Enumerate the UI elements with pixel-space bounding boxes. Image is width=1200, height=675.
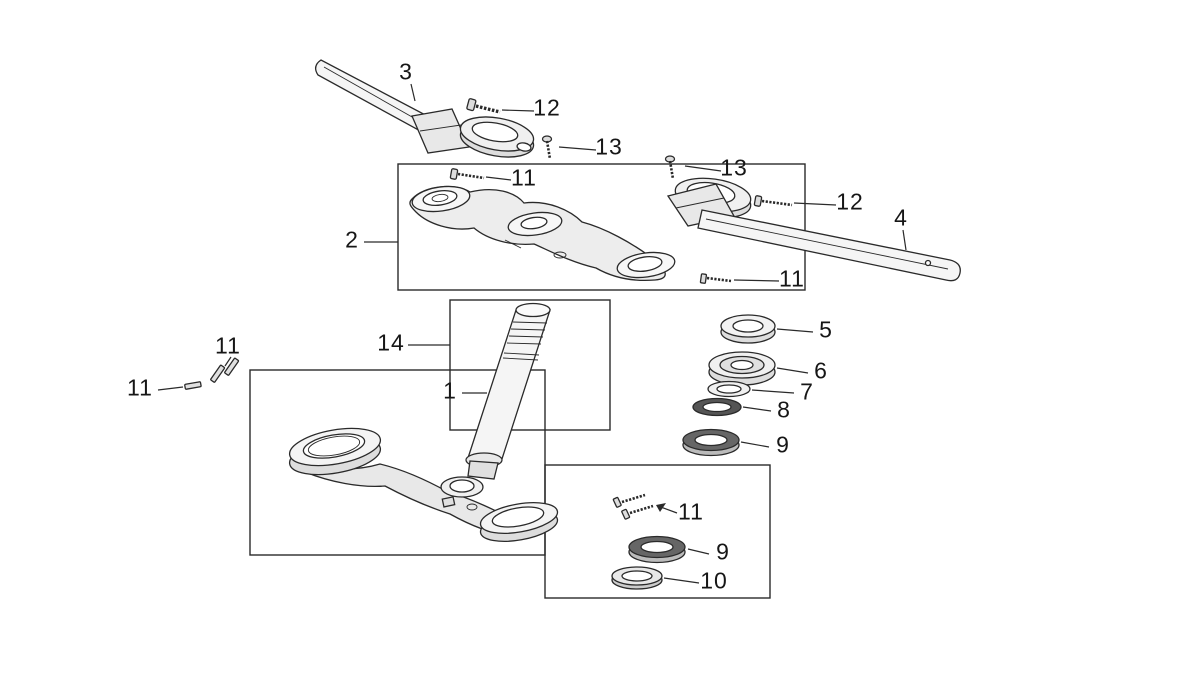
part-label: 14 (377, 329, 405, 356)
bolt-11-upper-right (699, 273, 732, 284)
leader-lines (157, 83, 907, 584)
part-label: 11 (779, 265, 805, 292)
upper-triple-clamp (409, 185, 676, 282)
part-label: 2 (345, 226, 359, 253)
bolt-11-lower-group (612, 493, 654, 520)
bolt-13-left (541, 135, 553, 160)
part-label: 5 (819, 316, 833, 343)
bolt-12-left (466, 98, 501, 114)
bearing-adjust-nut (708, 351, 776, 386)
part-label: 9 (716, 538, 730, 565)
part-label: 3 (399, 58, 413, 85)
part-label: 10 (700, 567, 728, 594)
part-label: 11 (511, 164, 537, 191)
part-label: 12 (533, 94, 561, 121)
part-label: 4 (894, 204, 908, 231)
group-box-upper-clamp (397, 163, 806, 291)
part-label: 11 (127, 374, 153, 401)
steering-stem (465, 302, 551, 480)
washer (707, 380, 751, 398)
part-label: 12 (836, 188, 864, 215)
leader-arrowhead (656, 503, 666, 512)
handlebar-right (666, 177, 961, 282)
lower-triple-clamp (288, 427, 559, 543)
bolt-11-upper (449, 168, 485, 180)
part-label: 11 (215, 332, 241, 359)
lower-bearing (628, 535, 686, 564)
group-box-lower-clamp (249, 369, 546, 556)
part-label: 8 (777, 396, 791, 423)
part-label: 13 (595, 133, 623, 160)
dust-seal (692, 397, 742, 417)
bolt-13-right (664, 155, 676, 180)
steering-stem-nut (720, 314, 776, 344)
lower-bearing-race (611, 566, 663, 590)
part-label: 9 (776, 431, 790, 458)
part-label: 6 (814, 357, 828, 384)
upper-bearing (682, 428, 740, 457)
part-label: 1 (443, 377, 457, 404)
part-label: 13 (720, 154, 748, 181)
bolt-12-right (753, 195, 793, 207)
part-label: 7 (800, 378, 814, 405)
group-box-stem (449, 299, 611, 431)
handlebar-left (314, 59, 535, 158)
pin-11-left-group (184, 357, 240, 390)
part-label: 11 (678, 498, 704, 525)
